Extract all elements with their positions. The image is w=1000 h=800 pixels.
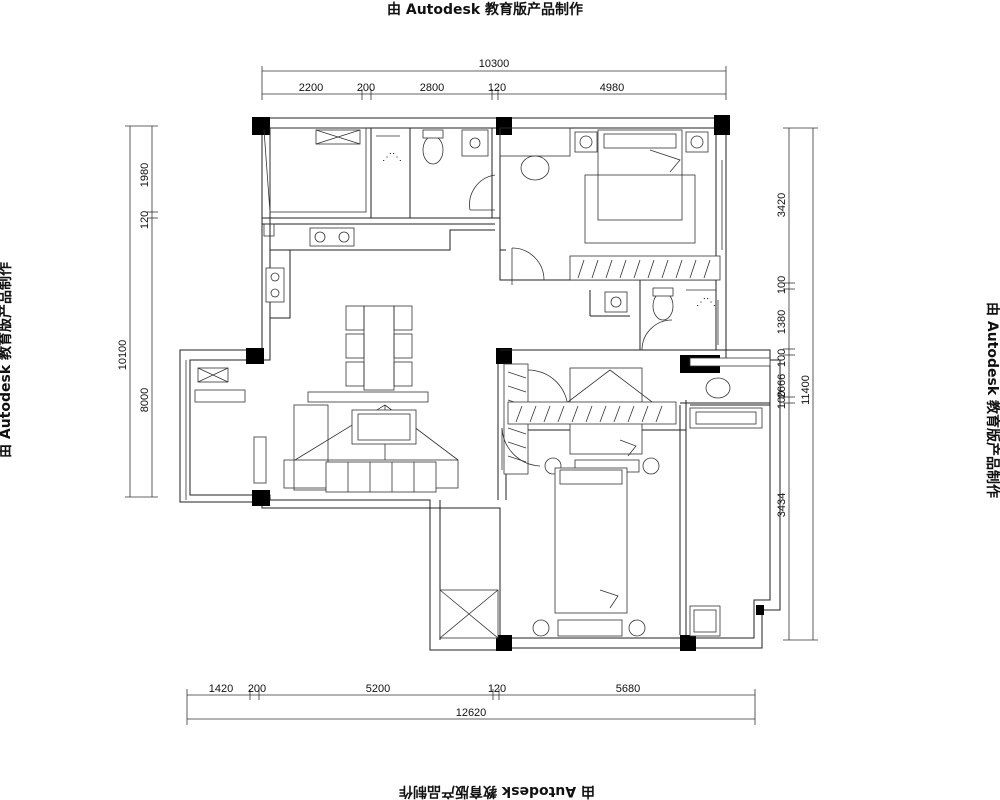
dim-bottom-seg-2: 200 <box>248 683 266 695</box>
column-2 <box>496 117 512 135</box>
bedroom-3 <box>439 427 646 639</box>
dim-top-seg-2: 200 <box>357 82 375 94</box>
top-dimension-group: 10300 2200 200 2800 120 4980 <box>261 58 727 100</box>
toilet-icon <box>422 135 444 165</box>
right-dimension-group: 3420 100 1380 100 2666 100 3434 11400 <box>776 127 818 641</box>
washbasin-icon-2 <box>604 291 628 313</box>
dim-top-seg-5: 4980 <box>600 82 624 94</box>
sink-icon <box>265 267 285 303</box>
column-7 <box>252 490 270 506</box>
dim-bottom-seg-1: 1420 <box>209 683 233 695</box>
dim-right-seg-4: 100 <box>776 349 788 367</box>
living-area <box>253 404 459 493</box>
dim-bottom-total: 12620 <box>456 707 487 719</box>
column-3 <box>714 115 730 135</box>
dim-left-total: 10100 <box>117 340 129 371</box>
dim-top-seg-1: 2200 <box>299 82 323 94</box>
dim-left-seg-3: 8000 <box>139 388 151 412</box>
watermark-right: 由 Autodesk 教育版产品制作 <box>984 302 1000 498</box>
toilet-icon-2 <box>520 155 550 181</box>
column-5 <box>496 348 512 364</box>
dim-right-seg-2: 100 <box>776 276 788 294</box>
master-bedroom <box>499 127 723 285</box>
bathroom-2: ⋰⋱ <box>604 287 719 351</box>
wardrobe-3 <box>507 401 677 425</box>
dim-left-seg-1: 1980 <box>139 163 151 187</box>
watermark-top: 由 Autodesk 教育版产品制作 <box>387 1 583 18</box>
column-9 <box>680 635 696 651</box>
dim-bottom-seg-5: 5680 <box>616 683 640 695</box>
utility-room <box>689 357 771 637</box>
dim-right-total: 11400 <box>800 375 812 405</box>
dim-right-seg-6: 100 <box>776 391 788 409</box>
dim-top-seg-4: 120 <box>488 82 506 94</box>
svg-text:⋰⋱: ⋰⋱ <box>382 152 402 163</box>
balcony-left <box>185 360 246 500</box>
dining-table <box>363 305 395 391</box>
dim-top-seg-3: 2800 <box>420 82 444 94</box>
column-1 <box>252 117 270 135</box>
sofa <box>325 461 437 493</box>
watermark-bottom: 由 Autodesk 教育版产品制作 <box>399 783 595 800</box>
kitchen-area <box>263 127 367 303</box>
svg-text:⋰⋱: ⋰⋱ <box>696 297 716 308</box>
dim-top-total: 10300 <box>479 58 510 70</box>
left-dimension-group: 10100 1980 120 8000 <box>117 125 158 498</box>
watermark-left: 由 Autodesk 教育版产品制作 <box>0 262 14 458</box>
dim-bottom-seg-4: 120 <box>488 683 506 695</box>
stove-icon <box>309 227 355 247</box>
washer-icon <box>689 605 721 637</box>
dim-bottom-seg-3: 5200 <box>366 683 390 695</box>
column-10 <box>756 605 764 615</box>
dim-left-seg-2: 120 <box>139 211 151 229</box>
dim-right-seg-3: 1380 <box>776 310 788 334</box>
bottom-dimension-group: 1420 200 5200 120 5680 12620 <box>186 683 756 725</box>
dim-right-seg-1: 3420 <box>776 193 788 217</box>
dining-area <box>307 305 429 403</box>
column-8 <box>496 635 512 651</box>
coffee-table <box>351 409 417 445</box>
bedroom-2 <box>503 363 677 475</box>
bathroom-1: ⋰⋱ <box>376 129 496 211</box>
dim-right-seg-5: 2666 <box>776 374 788 398</box>
column-4 <box>246 348 264 364</box>
bed-3 <box>554 467 628 614</box>
tv-cabinet <box>253 436 267 484</box>
dim-right-seg-7: 3434 <box>776 493 788 517</box>
washbasin-icon <box>461 129 489 157</box>
